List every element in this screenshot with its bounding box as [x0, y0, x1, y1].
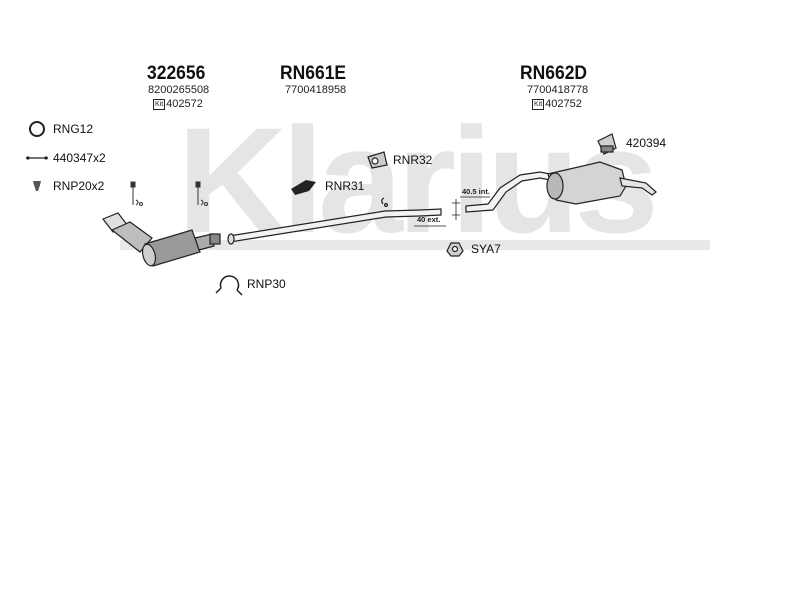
kit-badge: Kit [153, 99, 166, 110]
bolt-label: 440347x2 [53, 151, 106, 165]
part-number-middle: RN661E [280, 63, 347, 84]
ring-label: RNG12 [53, 122, 94, 136]
catalyst-section [102, 212, 221, 267]
kit-badge: Kit [532, 99, 545, 110]
dimension-internal: 40.5 int. [462, 187, 490, 196]
part-number-rear: RN662D [520, 63, 588, 84]
hanger-icon [446, 242, 464, 257]
rear-silencer [465, 161, 657, 213]
rear-bracket-label: 420394 [626, 136, 667, 150]
ring-icon [29, 121, 45, 137]
dimension-external: 40 ext. [417, 215, 441, 224]
kit-number-front: Kit 402572 [153, 99, 203, 110]
spring-label: RNP20x2 [53, 179, 105, 193]
rear-bracket-icon [597, 133, 617, 155]
kit-number: 402572 [166, 98, 203, 110]
oem-number-front: 8200265508 [148, 84, 210, 96]
clamp-label: RNP30 [247, 277, 286, 291]
part-number-front: 322656 [147, 63, 206, 84]
kit-number: 402752 [545, 98, 582, 110]
rubber-mount-label: RNR32 [393, 153, 433, 167]
bolt-stud-icon [130, 181, 208, 206]
rubber-mount-icon [367, 151, 388, 169]
bracket-icon [291, 180, 316, 195]
hanger-label: SYA7 [471, 242, 501, 256]
watermark-bar [120, 240, 710, 250]
oem-number-rear: 7700418778 [527, 84, 589, 96]
bolt-icon [26, 156, 48, 160]
clamp-icon [215, 275, 243, 296]
dimension-markers [414, 196, 490, 227]
oem-number-middle: 7700418958 [285, 84, 347, 96]
middle-pipe [227, 197, 442, 245]
kit-number-rear: Kit 402752 [532, 99, 582, 110]
bracket-label: RNR31 [325, 179, 365, 193]
spring-icon [33, 181, 41, 191]
